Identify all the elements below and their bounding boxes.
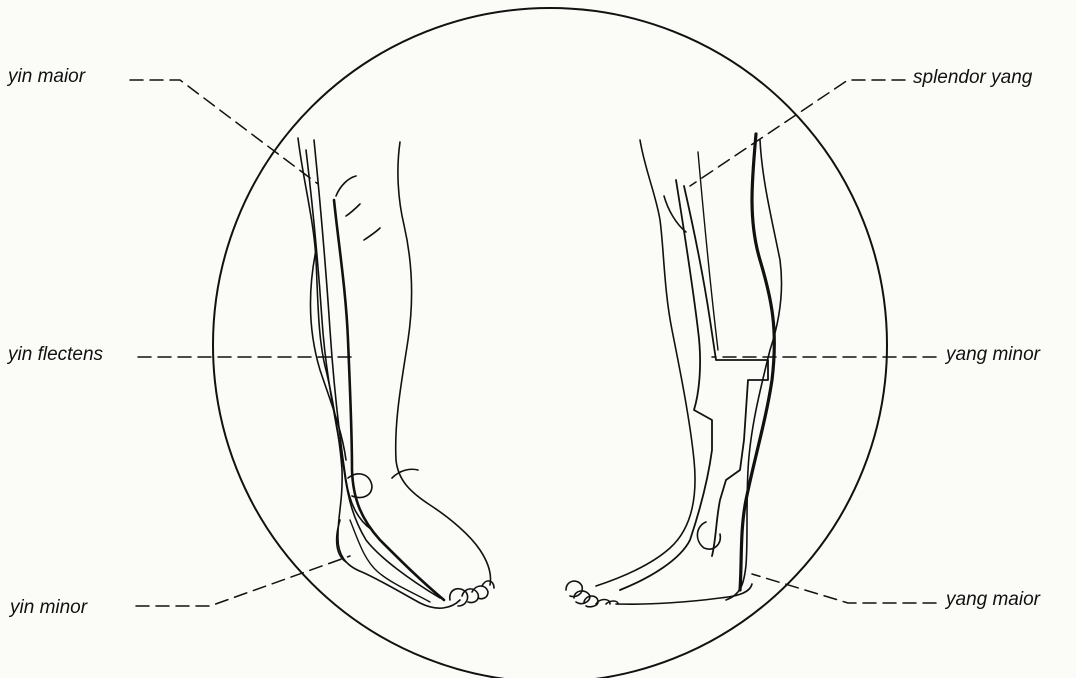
leader-lines xyxy=(130,80,936,606)
label-yin-minor: yin minor xyxy=(10,598,87,617)
label-yang-minor: yang minor xyxy=(946,345,1040,364)
leader-yang-maior xyxy=(752,574,936,603)
label-yang-maior: yang maior xyxy=(946,590,1040,609)
label-yin-flectens: yin flectens xyxy=(8,345,103,364)
right-leg-meridians xyxy=(620,134,774,590)
leader-yin-minor xyxy=(136,556,350,606)
label-yin-maior: yin maior xyxy=(8,67,85,86)
right-leg-outline xyxy=(566,140,782,607)
leader-splendor-yang xyxy=(690,80,905,186)
label-splendor-yang: splendor yang xyxy=(913,68,1032,87)
